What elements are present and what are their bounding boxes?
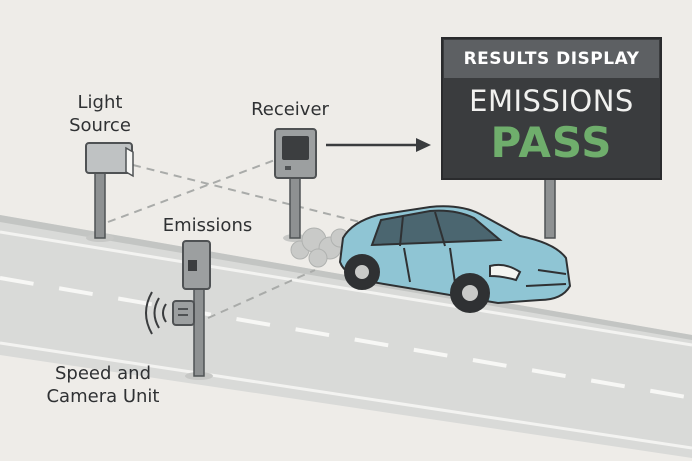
receiver-icon [274, 128, 317, 242]
beam-lines [107, 159, 361, 319]
results-display-header: RESULTS DISPLAY [444, 40, 659, 78]
arrow-right-icon [326, 138, 431, 152]
emissions-label: Emissions [162, 215, 253, 236]
speed-camera-unit-label: Speed and Camera Unit [38, 362, 168, 408]
results-display-title: EMISSIONS [469, 84, 634, 118]
light-source-label-line2: Source [69, 115, 131, 136]
speed-camera-unit-label-line1: Speed and [54, 363, 151, 384]
light-source-icon [85, 142, 134, 242]
light-source-label: Light Source [60, 91, 140, 137]
light-source-label-line1: Light [77, 92, 123, 113]
results-display-status: PASS [490, 118, 613, 167]
speed-camera-unit-label-line2: Camera Unit [46, 386, 160, 407]
speed-camera-icon [172, 240, 213, 380]
sound-wave-icon [145, 291, 167, 335]
car-icon [338, 205, 572, 313]
exhaust-smoke-icon [290, 227, 350, 268]
receiver-label: Receiver [251, 99, 329, 120]
